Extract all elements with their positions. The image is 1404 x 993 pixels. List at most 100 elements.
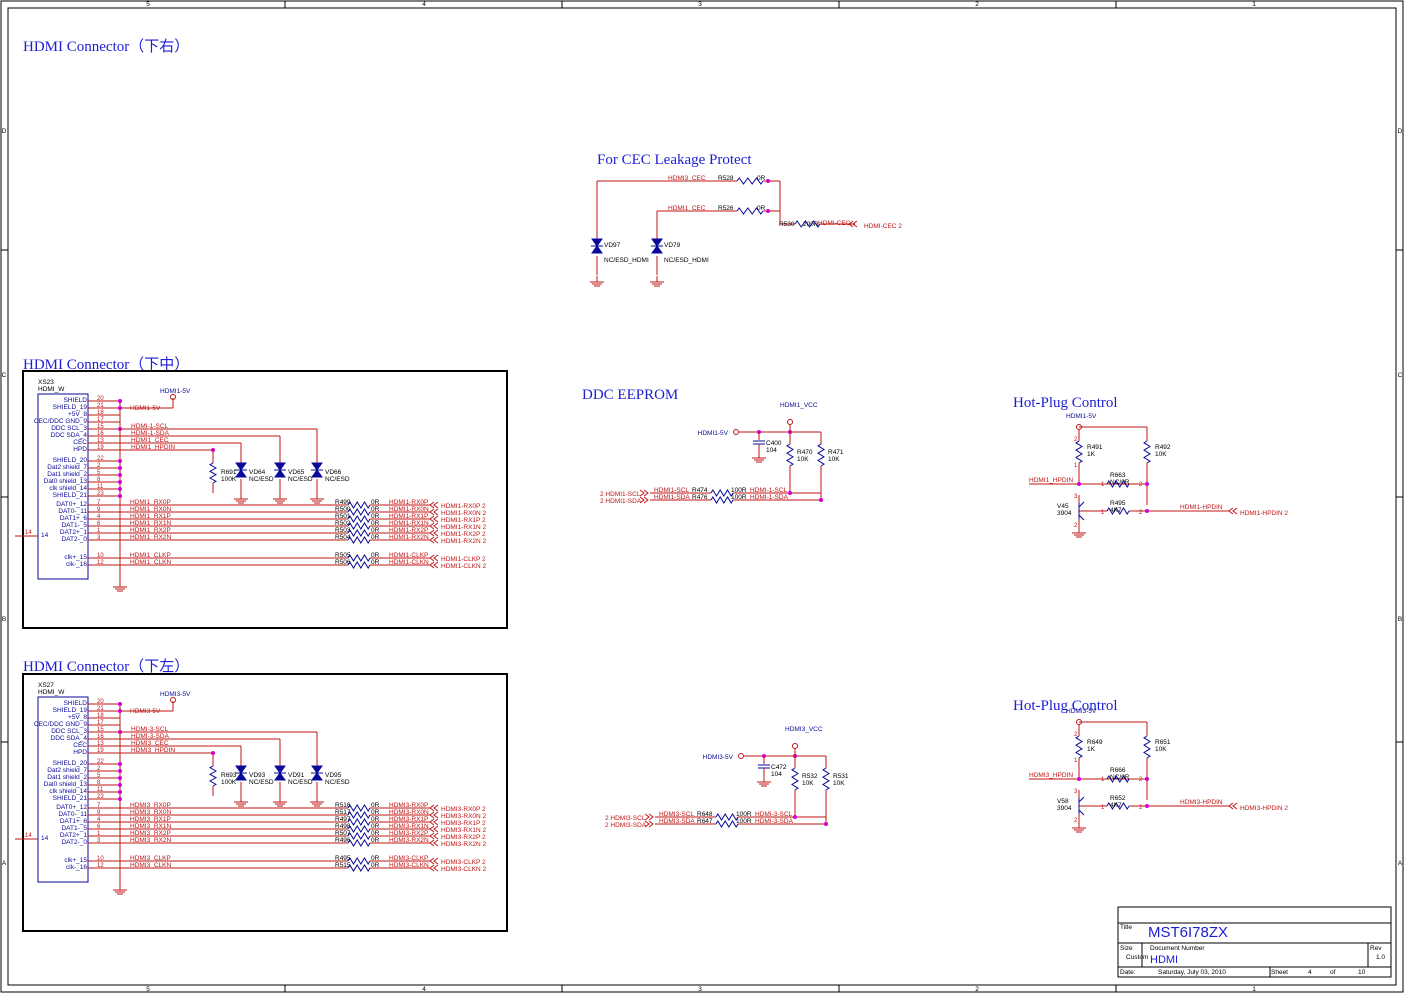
resistor-value: 1K bbox=[1087, 451, 1096, 458]
connector-pin-label: DAT0+_12 bbox=[56, 501, 87, 508]
resistor-ref: R474 bbox=[692, 487, 708, 494]
connector-ref: XS23 bbox=[38, 379, 54, 386]
resistor-symbol bbox=[347, 529, 371, 537]
resistor-ref: R476 bbox=[692, 494, 708, 501]
signal-net: HDMI3_RX0N bbox=[130, 809, 171, 816]
signal-port: HDMI3-RX0N 2 bbox=[441, 813, 487, 820]
pin-number: 2 bbox=[1139, 805, 1143, 811]
pin-number: 9 bbox=[97, 810, 101, 816]
resistor-symbol bbox=[794, 220, 821, 228]
port-chevron bbox=[644, 813, 654, 821]
resistor-ref: R492 bbox=[1155, 444, 1171, 451]
pin-number: 7 bbox=[97, 500, 101, 506]
signal-net: HDMI3_CLKP bbox=[130, 855, 171, 862]
resistor-ref: R666 bbox=[1110, 767, 1126, 774]
hp-vcc: HDMI3-5V bbox=[1066, 708, 1097, 715]
connector-pin-label: clk shield_14 bbox=[49, 485, 87, 492]
resistor-value: 100R bbox=[731, 494, 747, 501]
junction-dot bbox=[118, 459, 122, 463]
signal-net: HDMI1_RX1P bbox=[130, 513, 171, 520]
resistor-value: 10K bbox=[1155, 451, 1167, 458]
hp-out-port: HDMI1-HPDIN 2 bbox=[1240, 510, 1288, 517]
signal-port: HDMI3-RX2N 2 bbox=[441, 841, 487, 848]
signal-net: HDMI3_CLKN bbox=[130, 862, 171, 869]
connector-frame bbox=[22, 370, 508, 629]
connector-pin-label: CEC/DDC GND_9 bbox=[34, 418, 87, 425]
signal-net: HDMI1_RX0N bbox=[130, 506, 171, 513]
signal-net: HDMI3_RX0P bbox=[130, 802, 171, 809]
section-title: HDMI Connector（下左） bbox=[23, 658, 189, 675]
signal-port: HDMI3-CLKN 2 bbox=[441, 866, 487, 873]
connector-pin-label: SHIELD_21 bbox=[53, 492, 88, 499]
resistor-ref: R505 bbox=[335, 552, 351, 559]
diode-ref: VD91 bbox=[288, 772, 305, 779]
signal-net: HDMI1_CLKN bbox=[130, 559, 171, 566]
junction-dot bbox=[1145, 509, 1149, 513]
pin-number: 2 bbox=[97, 463, 101, 469]
control-net: HDMI3_HPDIN bbox=[131, 747, 175, 754]
resistor-value: 0R bbox=[371, 534, 380, 541]
port-chevron bbox=[429, 561, 439, 569]
resistor-symbol bbox=[1075, 735, 1083, 759]
signal-net: HDMI3_RX2N bbox=[130, 837, 171, 844]
port-chevron bbox=[429, 804, 439, 812]
port-chevron bbox=[429, 832, 439, 840]
port-chevron bbox=[429, 811, 439, 819]
resistor-symbol bbox=[347, 554, 371, 562]
pin-number: 1 bbox=[1074, 463, 1078, 469]
resistor-value: 10K bbox=[833, 780, 845, 787]
diode-value: NC/ESD bbox=[325, 476, 350, 483]
junction-dot bbox=[118, 480, 122, 484]
power-pin-circle bbox=[170, 697, 176, 703]
resistor-ref: R491 bbox=[1087, 444, 1103, 451]
resistor-ref: R531 bbox=[833, 773, 849, 780]
power-pin-circle bbox=[787, 419, 793, 425]
resistor-value: 0R bbox=[371, 506, 380, 513]
cec-net-label: HDMI1_CEC bbox=[668, 205, 706, 212]
ddc-out-net: HDMI-1-SCL bbox=[750, 487, 788, 494]
signal-net: HDMI1_CLKP bbox=[130, 552, 171, 559]
junction-dot bbox=[118, 487, 122, 491]
ddc-port: 2 HDMI3-SDA bbox=[605, 822, 647, 829]
title-label: Title bbox=[1120, 924, 1132, 931]
pin-number: 20 bbox=[97, 396, 104, 402]
junction-dot bbox=[793, 815, 797, 819]
npn-transistor-symbol bbox=[1078, 501, 1085, 521]
pin-number: 6 bbox=[97, 824, 101, 830]
connector-pin-label: clk+_15 bbox=[64, 857, 87, 864]
border-col-label: 4 bbox=[422, 1, 426, 8]
schematic-content: HDMI Connector（下右）For CEC Leakage Protec… bbox=[15, 38, 1392, 978]
connector-ref: XS27 bbox=[38, 682, 54, 689]
port-chevron bbox=[639, 489, 649, 497]
pin-number: 22 bbox=[97, 759, 104, 765]
diode-ref: VD64 bbox=[249, 469, 266, 476]
junction-dot bbox=[1077, 777, 1081, 781]
signal-out-net: HDMI3-CLKN bbox=[389, 862, 429, 869]
resistor-value: 0R bbox=[757, 205, 766, 212]
diode-ref: VD65 bbox=[288, 469, 305, 476]
signal-net: HDMI1_RX1N bbox=[130, 520, 171, 527]
section-title: Hot-Plug Control bbox=[1013, 698, 1118, 714]
junction-dot bbox=[1145, 482, 1149, 486]
signal-out-net: HDMI1-CLKN bbox=[389, 559, 429, 566]
resistor-ref: R506 bbox=[335, 559, 351, 566]
resistor-value: 0R bbox=[371, 513, 380, 520]
signal-port: HDMI3-RX0P 2 bbox=[441, 806, 486, 813]
pin-number-inner: 14 bbox=[41, 532, 49, 539]
tvs-diode-symbol bbox=[235, 765, 247, 781]
resistor-symbol bbox=[347, 508, 371, 516]
resistor-ref: R528 bbox=[718, 175, 734, 182]
junction-dot bbox=[1077, 482, 1081, 486]
border-row-label: B bbox=[2, 616, 6, 623]
resistor-ref: R516 bbox=[335, 802, 351, 809]
resistor-ref: R501 bbox=[335, 513, 351, 520]
transistor-value: 3904 bbox=[1057, 805, 1072, 812]
connector-pin-label: DDC SDA_4 bbox=[51, 735, 88, 742]
pin-number: 16 bbox=[97, 734, 104, 740]
connector-pin-label: DDC SCL_3 bbox=[51, 728, 87, 735]
resistor-value: NC/0R bbox=[1110, 774, 1130, 781]
connector-pin-label: clk-_16 bbox=[66, 864, 87, 871]
connector-pin-label: clk-_16 bbox=[66, 561, 87, 568]
ddc-out-net: HDMI-3-SDA bbox=[755, 818, 794, 825]
